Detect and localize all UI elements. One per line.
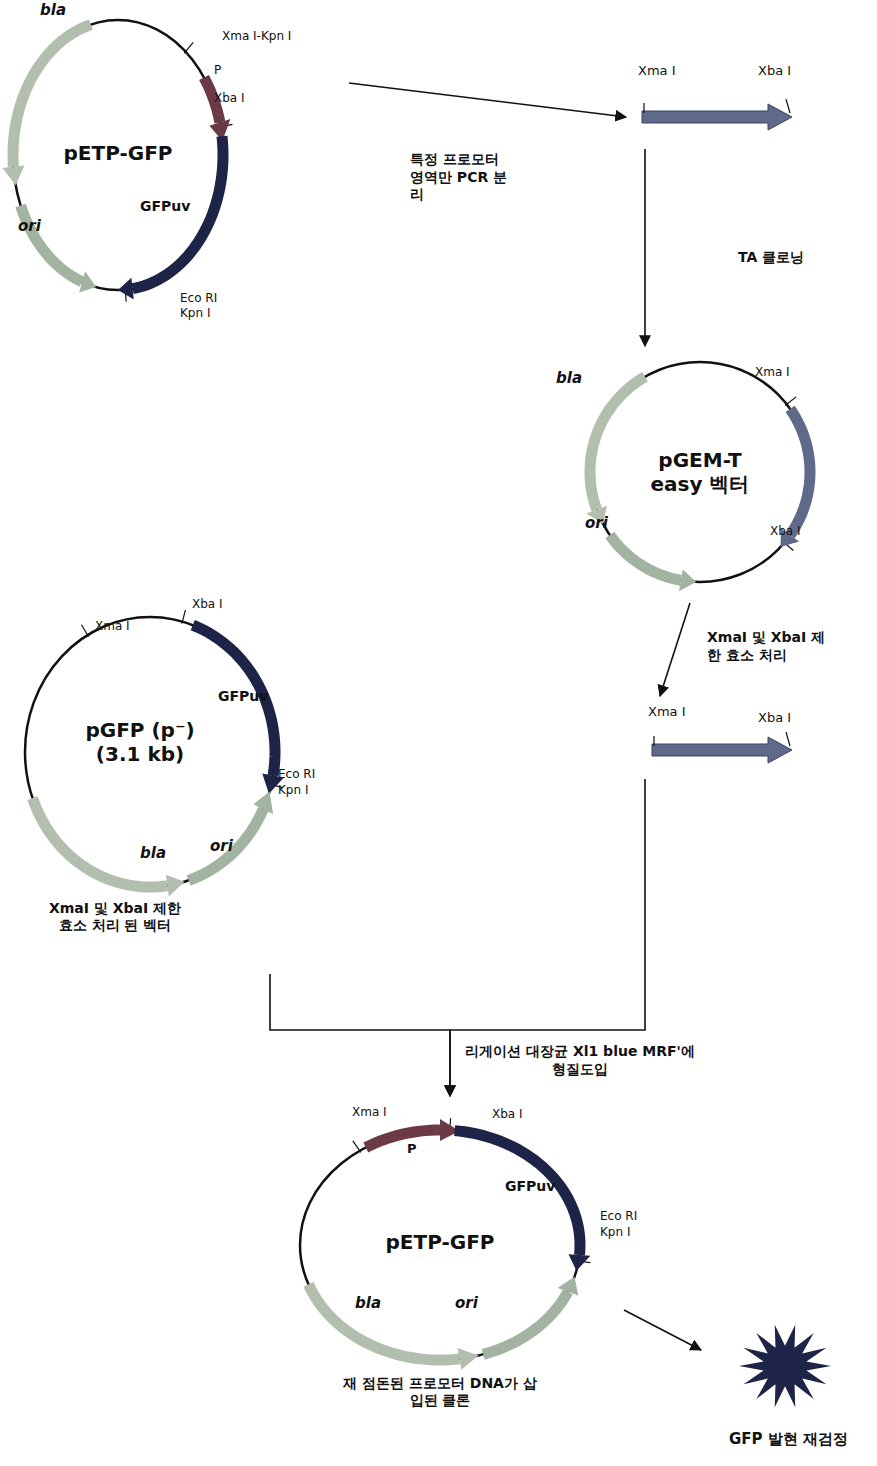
- process-arrow: [270, 974, 450, 1096]
- map-label: Kpn I: [600, 1226, 630, 1240]
- plasmid-backbone: [300, 1130, 580, 1360]
- plasmid-backbone: [13, 20, 223, 290]
- node-title: pGEM-T easy 벡터: [630, 448, 770, 496]
- map-label: Xma I-Kpn I: [222, 30, 291, 44]
- map-label: Eco RI: [600, 1210, 637, 1224]
- map-label: Kpn I: [180, 307, 210, 321]
- process-arrow: [349, 83, 626, 117]
- dna-fragment: Xma I Xba I: [630, 55, 800, 145]
- step-label: 특정 프로모터 영역만 PCR 분리: [408, 150, 512, 205]
- gene-arc: [610, 535, 681, 580]
- site-tick: [786, 99, 790, 113]
- gene-arrowhead: [679, 569, 696, 591]
- dna-fragment: Xma I Xba I: [640, 700, 800, 775]
- promoter-fragment: [642, 104, 792, 130]
- node-title: GFP 발현 재검정: [705, 1430, 872, 1448]
- plasmid-backbone: [590, 362, 810, 582]
- step-label: 리게이션 대장균 Xl1 blue MRF'에 형질도입: [458, 1042, 702, 1079]
- step-label: XmaI 및 XbaI 제한 효소 처리: [705, 628, 829, 665]
- map-label: P: [407, 1142, 417, 1157]
- map-label: ori: [455, 1295, 478, 1312]
- gene-arc: [308, 1284, 459, 1360]
- map-label: Xma I: [95, 620, 130, 634]
- gene-arrowhead: [253, 791, 273, 814]
- process-arrow: [624, 1310, 701, 1350]
- map-label: Xma I: [755, 366, 790, 380]
- gfp-starburst: [739, 1325, 831, 1408]
- map-label: Eco RI: [180, 292, 217, 306]
- restriction-site-tick: [182, 610, 186, 624]
- node-caption: Xba I: [758, 63, 800, 79]
- gene-arrowhead: [568, 1254, 590, 1271]
- map-label: Xma I: [352, 1106, 387, 1120]
- node-outline: [5, 5, 345, 325]
- step-label: TA 클로닝: [736, 248, 830, 268]
- gene-arc: [33, 798, 168, 887]
- gene-arrowhead: [118, 278, 134, 300]
- plasmid-map: pETP-GFP 재 점돈된 프로모터 DNA가 삽입된 클론: [280, 1100, 620, 1420]
- node-caption: Xba I: [758, 710, 800, 726]
- node-title: pETP-GFP: [375, 1230, 505, 1254]
- node-outline: [280, 1100, 620, 1420]
- gene-arc: [21, 206, 82, 282]
- map-label: GFPuv: [140, 198, 190, 214]
- node-title: Xma I: [648, 704, 698, 720]
- node-title: pETP-GFP: [53, 141, 183, 165]
- map-label: GFPuv: [505, 1178, 555, 1194]
- gene-arc: [193, 625, 275, 775]
- gene-arc: [366, 1130, 440, 1147]
- map-label: Xba I: [492, 1108, 523, 1122]
- map-label: Xba I: [770, 525, 801, 539]
- gene-arrowhead: [2, 166, 24, 186]
- site-tick: [786, 732, 790, 746]
- gene-arc: [483, 1292, 568, 1355]
- process-arrow: [644, 149, 646, 346]
- map-label: P: [214, 64, 221, 78]
- process-arrow: [660, 603, 690, 696]
- restriction-site-tick: [184, 42, 193, 53]
- restriction-site-tick: [353, 1141, 361, 1152]
- promoter-fragment: [652, 737, 792, 763]
- gene-arrowhead: [558, 1277, 579, 1296]
- plasmid-map: pETP-GFP: [5, 5, 345, 325]
- map-label: bla: [140, 845, 166, 862]
- map-label: bla: [40, 2, 66, 19]
- plasmid-map: pGEM-T easy 벡터: [560, 350, 840, 600]
- map-label: bla: [355, 1295, 381, 1312]
- node-title: pGFP (p⁻) (3.1 kb): [70, 718, 210, 766]
- map-label: Xba I: [192, 598, 223, 612]
- plasmid-map: pGFP (p⁻) (3.1 kb) XmaI 및 XbaI 제한 효소 처리 된…: [15, 600, 300, 970]
- gene-arc: [790, 409, 810, 535]
- gene-arc: [189, 809, 264, 880]
- gene-arrowhead: [458, 1348, 479, 1370]
- gene-arrowhead: [166, 875, 184, 897]
- map-label: Eco RI: [278, 768, 315, 782]
- map-label: ori: [18, 218, 41, 235]
- map-label: Kpn I: [278, 784, 308, 798]
- gfp-result: GFP 발현 재검정: [705, 1318, 872, 1462]
- node-caption: XmaI 및 XbaI 제한 효소 처리 된 벡터: [45, 900, 185, 934]
- map-label: ori: [585, 515, 608, 532]
- gene-arrowhead: [79, 271, 96, 292]
- node-title: Xma I: [638, 63, 688, 79]
- map-label: GFPuv: [218, 688, 268, 704]
- restriction-site-tick: [82, 625, 89, 637]
- site-tick: [653, 736, 654, 746]
- map-label: bla: [556, 370, 582, 387]
- map-label: Xba I: [214, 92, 245, 106]
- node-caption: 재 점돈된 프로모터 DNA가 삽입된 클론: [340, 1375, 540, 1409]
- site-tick: [643, 103, 644, 113]
- gene-arc: [590, 377, 645, 510]
- plasmid-backbone: [25, 617, 275, 887]
- restriction-site-tick: [785, 397, 796, 406]
- map-label: ori: [210, 838, 233, 855]
